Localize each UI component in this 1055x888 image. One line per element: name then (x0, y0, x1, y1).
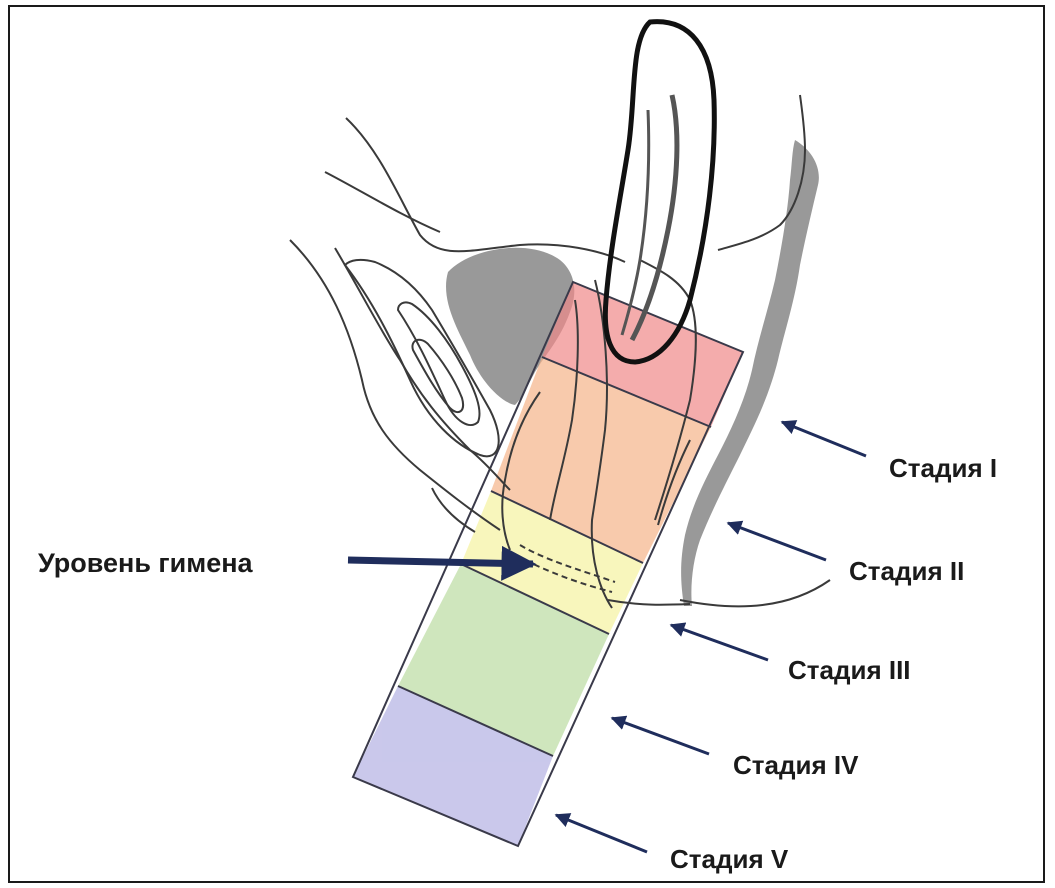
arrow-stage-4 (612, 718, 709, 754)
stage-1-label: Стадия I (889, 453, 997, 483)
stage-2-label: Стадия II (849, 556, 964, 586)
arrow-stage-1 (782, 422, 866, 456)
hymen-level-label: Уровень гимена (38, 548, 254, 578)
stage-3-label: Стадия III (788, 655, 911, 685)
stage-5-label: Стадия V (670, 844, 789, 874)
stage-4-label: Стадия IV (733, 750, 859, 780)
arrow-stage-5 (556, 815, 647, 852)
arrow-stage-3 (671, 625, 768, 660)
hymen-arrow (348, 560, 533, 564)
arrow-stage-2 (728, 523, 826, 560)
